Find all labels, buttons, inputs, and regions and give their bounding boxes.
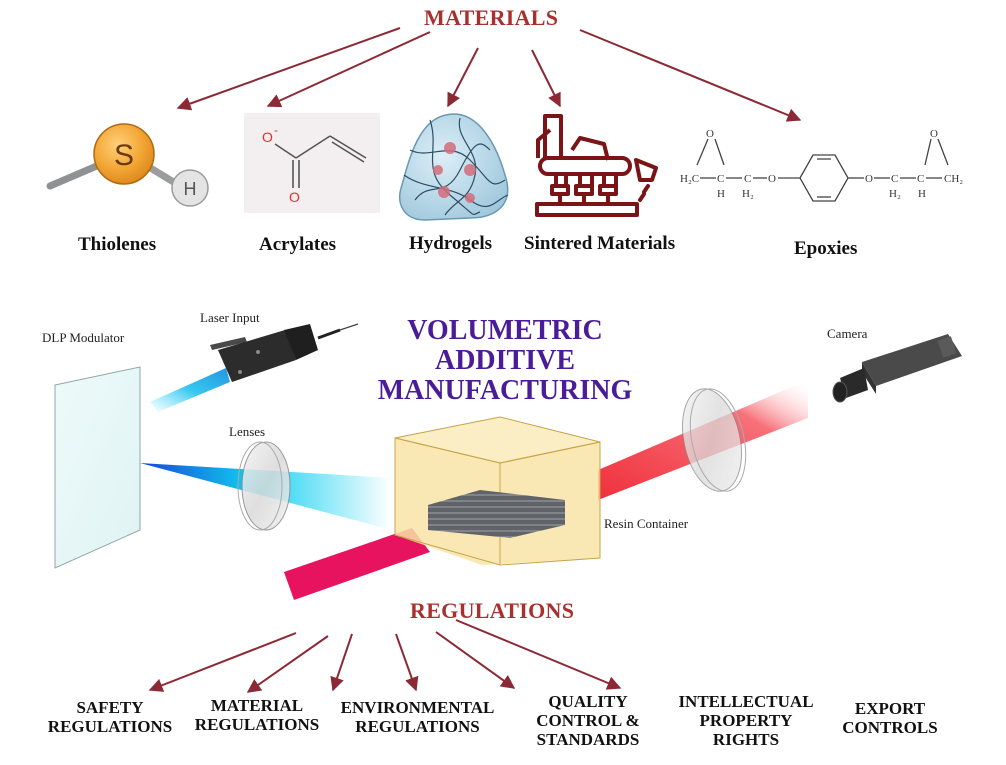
- arrow-to-quality: [395, 633, 419, 692]
- regulations-heading: REGULATIONS: [410, 598, 575, 623]
- atom-oxygen: O: [289, 189, 300, 205]
- formula-h2c: H₂C: [680, 173, 699, 185]
- arrow-to-ip: [435, 631, 516, 689]
- camera-icon: [832, 334, 962, 403]
- regulations-arrows: [148, 619, 622, 693]
- material-label-thiolenes: Thiolenes: [78, 234, 157, 255]
- regulation-export-line-1: EXPORT: [854, 699, 926, 718]
- label-dlp-modulator: DLP Modulator: [42, 330, 125, 345]
- formula-o1: O: [706, 128, 714, 140]
- title-line-1: VOLUMETRIC: [407, 315, 603, 346]
- regulation-quality-line-3: STANDARDS: [536, 730, 640, 749]
- material-label-epoxies: Epoxies: [794, 238, 858, 259]
- regulation-quality: QUALITY CONTROL & STANDARDS: [528, 692, 648, 749]
- formula-o2: O: [768, 173, 776, 185]
- label-lenses: Lenses: [229, 424, 266, 439]
- material-label-hydrogels: Hydrogels: [409, 233, 493, 254]
- material-label-acrylates: Acrylates: [259, 234, 337, 255]
- resin-container: [394, 416, 601, 566]
- formula-h2b: H₂: [889, 188, 901, 200]
- arrow-to-safety: [148, 632, 297, 692]
- regulation-material-line-2: REGULATIONS: [194, 715, 320, 734]
- label-resin-container: Resin Container: [604, 516, 689, 531]
- formula-h2a: H₂: [742, 188, 754, 200]
- epoxy-structure-icon: H₂C O C H C H₂ O O C H₂ C H O CH₂: [680, 128, 963, 202]
- label-camera: Camera: [827, 326, 868, 341]
- thiol-molecule-icon: S H: [46, 123, 209, 207]
- materials-arrows: [176, 27, 802, 122]
- dlp-modulator-panel: [54, 366, 141, 569]
- title-line-3: MANUFACTURING: [377, 375, 633, 406]
- title-line-2: ADDITIVE: [434, 345, 576, 376]
- laser-beam: [150, 368, 230, 412]
- sintering-machine-icon: [535, 114, 658, 217]
- regulation-ip-line-1: INTELLECTUAL: [678, 692, 814, 711]
- formula-h1: H: [717, 188, 725, 200]
- atom-hydrogen: H: [184, 179, 197, 199]
- label-laser-input: Laser Input: [200, 310, 260, 325]
- laser-device-icon: [210, 323, 359, 382]
- lens-right: [682, 388, 747, 492]
- printed-lattice: [428, 490, 565, 538]
- regulation-safety-line-1: SAFETY: [76, 698, 144, 717]
- arrow-to-acrylates: [266, 31, 431, 108]
- material-label-sintered: Sintered Materials: [524, 233, 676, 254]
- magenta-beam: [284, 528, 430, 600]
- atom-oxygen-anion: O: [262, 129, 273, 145]
- regulation-environmental: ENVIRONMENTAL REGULATIONS: [330, 698, 505, 736]
- formula-o3: O: [865, 173, 873, 185]
- formula-o4: O: [930, 128, 938, 140]
- regulation-ip-line-2: PROPERTY: [699, 711, 793, 730]
- formula-h3: H: [918, 188, 926, 200]
- regulation-material: MATERIAL REGULATIONS: [187, 696, 327, 734]
- materials-heading: MATERIALS: [424, 5, 559, 30]
- formula-c4: C: [917, 173, 924, 185]
- regulation-export: EXPORT CONTROLS: [830, 699, 950, 737]
- regulation-quality-line-2: CONTROL &: [536, 711, 640, 730]
- arrow-to-hydrogels: [447, 47, 479, 108]
- atom-sulfur: S: [114, 139, 134, 172]
- regulation-quality-line-1: QUALITY: [548, 692, 628, 711]
- regulation-ip-line-3: RIGHTS: [712, 730, 780, 749]
- regulation-ip: INTELLECTUAL PROPERTY RIGHTS: [666, 692, 826, 749]
- arrow-to-export: [455, 619, 622, 690]
- lens-left: [237, 441, 291, 531]
- formula-c1: C: [717, 173, 724, 185]
- regulation-safety-line-2: REGULATIONS: [47, 717, 173, 736]
- regulation-environmental-line-2: REGULATIONS: [355, 717, 480, 736]
- regulation-environmental-line-1: ENVIRONMENTAL: [340, 698, 495, 717]
- formula-ch2: CH₂: [944, 173, 963, 185]
- arrow-to-sintered: [531, 49, 561, 108]
- formula-c2: C: [744, 173, 751, 185]
- formula-c3: C: [891, 173, 898, 185]
- regulation-material-line-1: MATERIAL: [210, 696, 304, 715]
- hydrogel-network-icon: [399, 113, 509, 221]
- charge-sign: -: [274, 123, 278, 137]
- arrow-to-thiolenes: [176, 27, 401, 111]
- regulation-safety: SAFETY REGULATIONS: [40, 698, 180, 736]
- arrow-to-environmental: [330, 633, 353, 692]
- arrow-to-epoxies: [579, 29, 802, 122]
- arrow-to-material: [246, 635, 329, 693]
- vam-title: VOLUMETRIC ADDITIVE MANUFACTURING: [360, 316, 650, 406]
- regulation-export-line-2: CONTROLS: [842, 718, 938, 737]
- acrylate-structure-icon: O - O: [244, 113, 380, 213]
